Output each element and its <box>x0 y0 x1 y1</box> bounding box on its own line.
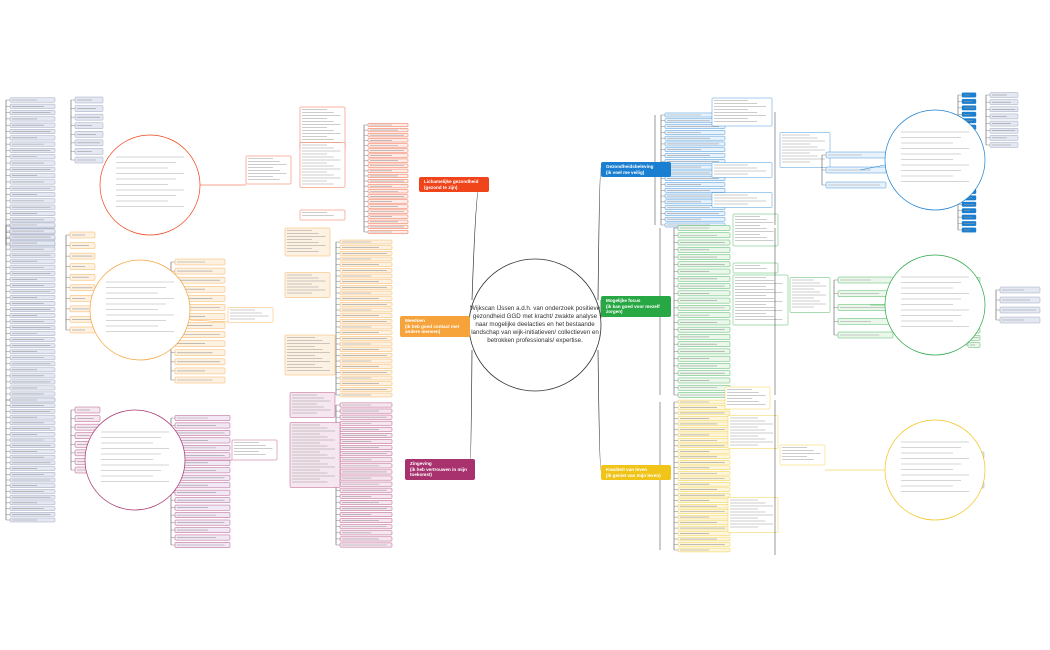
branch-kwaliteit-van-leven[interactable]: Kwaliteit van leven(ik geniet van mijn l… <box>601 465 671 480</box>
connector-line <box>597 349 602 471</box>
central-topic[interactable]: Wijkscan IJssen a.d.h. van onderzoek pos… <box>470 258 600 392</box>
branch-label: Meedoen <box>405 318 425 323</box>
connector-line <box>597 167 602 301</box>
note-circle <box>884 109 986 211</box>
note-link <box>859 164 886 171</box>
central-topic-text: Wijkscan IJssen a.d.h. van onderzoek pos… <box>470 305 601 344</box>
branch-sublabel: (ik voel me veilig) <box>606 169 645 175</box>
topic-node <box>732 274 789 326</box>
branch-sublabel: (ik heb goed contact met andere mensen) <box>405 323 460 335</box>
branch-sublabel: (gezond te zijn) <box>424 184 458 190</box>
note-circle <box>89 259 191 361</box>
branch-gezondheidsbeleving[interactable]: Gezondheidsbeleving(ik voel me veilig) <box>601 162 671 177</box>
topic-node <box>289 392 336 418</box>
topic-node <box>245 155 292 185</box>
branch-label: Zingeving <box>410 461 432 466</box>
topic-node <box>727 415 779 449</box>
topic-node <box>732 213 779 247</box>
branch-sublabel: (ik geniet van mijn leven) <box>606 472 661 478</box>
branch-mogelijke-focus[interactable]: Mogelijke focus(ik kan goed voor mezelf … <box>601 296 671 317</box>
branch-lichamelijke-gezondheid[interactable]: Lichamelijke gezondheid(gezond te zijn) <box>419 177 489 192</box>
topic-node <box>231 439 278 461</box>
topic-node <box>284 272 331 298</box>
note-circle <box>84 409 186 511</box>
branch-label: Gezondheidsbeleving <box>606 164 654 169</box>
note-circle <box>884 419 986 521</box>
branch-label: Mogelijke focus <box>606 298 641 303</box>
topic-node <box>299 209 346 221</box>
branch-meedoen[interactable]: Meedoen(ik heb goed contact met andere m… <box>400 316 470 337</box>
topic-node <box>711 97 773 127</box>
branch-label: Lichamelijke gezondheid <box>424 179 479 184</box>
topic-node <box>724 386 771 410</box>
branch-sublabel: (ik kan goed voor mezelf zorgen) <box>606 303 660 315</box>
topic-node <box>284 334 336 376</box>
topic-node <box>732 262 779 274</box>
branch-sublabel: (ik heb vertrouwen in mijn toekomst) <box>410 466 467 478</box>
note-circle <box>884 254 986 356</box>
branch-zingeving[interactable]: Zingeving(ik heb vertrouwen in mijn toek… <box>405 459 475 480</box>
branch-label: Kwaliteit van leven <box>606 467 648 472</box>
topic-node <box>779 444 826 466</box>
note-circle <box>99 134 201 236</box>
topic-node <box>284 227 331 257</box>
note-link <box>189 319 229 323</box>
